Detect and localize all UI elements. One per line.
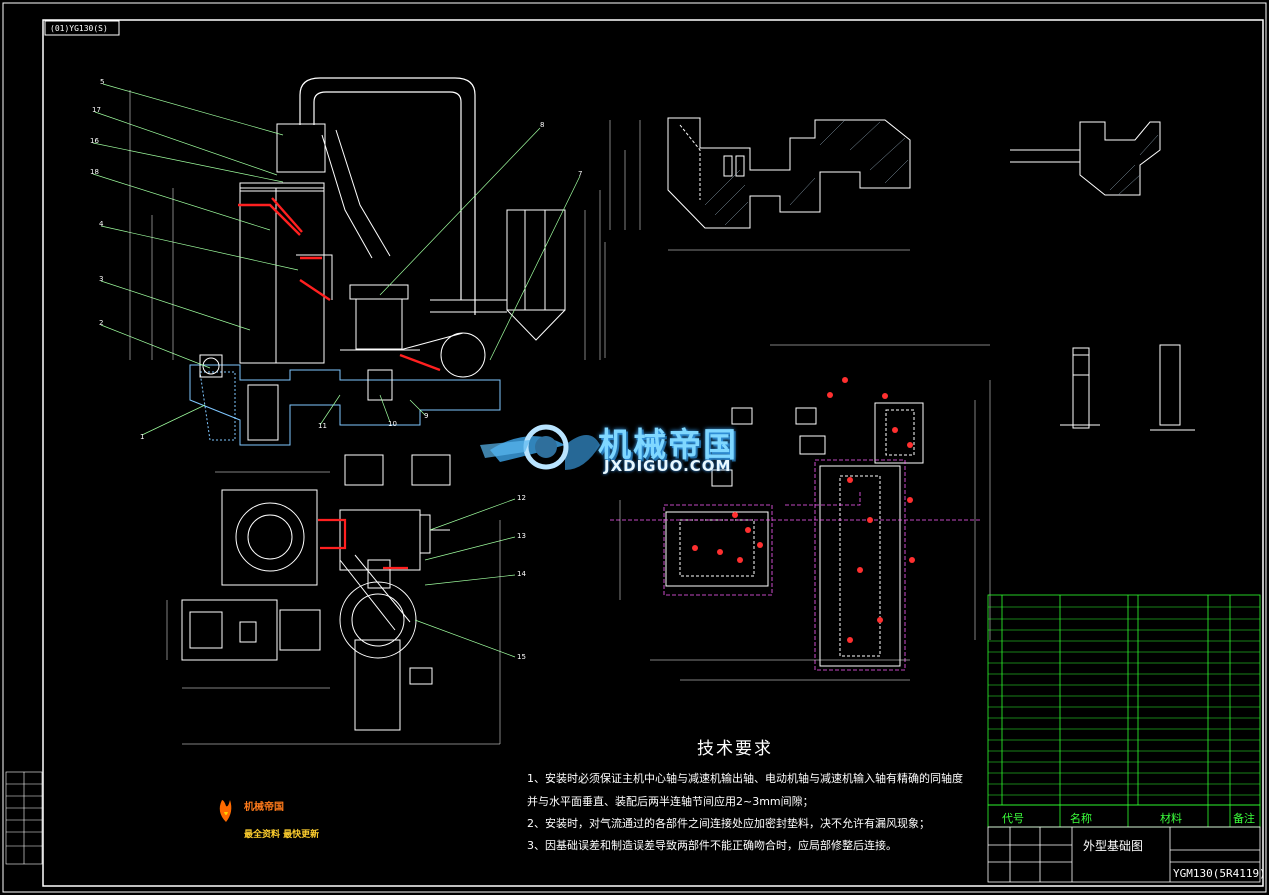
tech-req-line-1: 1、安装时必须保证主机中心轴与减速机输出轴、电动机轴与减速机输入轴有精确的同轴度 <box>527 772 963 785</box>
flame-logo-icon <box>219 800 232 822</box>
main-elevation <box>189 77 566 446</box>
section-cc <box>1060 344 1195 431</box>
elevation-cut-marks <box>238 197 441 372</box>
svg-text:3: 3 <box>99 275 103 283</box>
svg-text:5: 5 <box>100 78 104 86</box>
foundation-red-marks <box>692 377 915 643</box>
svg-text:10: 10 <box>388 420 397 428</box>
inner-border <box>42 19 1264 887</box>
tech-req-line-3: 2、安装时，对气流通过的各部件之间连接处应加密封垫料，决不允许有漏风现象； <box>527 817 930 830</box>
section-aa <box>667 117 911 229</box>
left-margin-table <box>5 771 43 865</box>
watermark-sub-text: JXDIGUO.COM <box>604 457 732 475</box>
svg-text:7: 7 <box>578 170 582 178</box>
title-block <box>987 826 1261 883</box>
svg-text:11: 11 <box>318 422 327 430</box>
elevation-leaders <box>92 83 581 436</box>
foundation-dims <box>619 344 991 681</box>
svg-text:13: 13 <box>517 532 526 540</box>
section-bb <box>1010 121 1161 196</box>
table-header-remark: 备注 <box>1233 812 1255 825</box>
watermark-main-text: 机械帝国 <box>598 425 738 464</box>
tech-req-line-2: 并与水平面垂直、装配后两半连轴节间应用2~3mm间隙； <box>527 795 814 808</box>
plan-cut-marks <box>318 518 408 570</box>
drawing-number: YGM130(5R4119) <box>1173 867 1266 880</box>
watermark-emblem <box>480 424 600 470</box>
table-header-material: 材料 <box>1160 812 1182 825</box>
section-aa-hatch <box>704 119 909 226</box>
section-bb-hatch <box>1109 134 1159 196</box>
svg-text:8: 8 <box>540 121 544 129</box>
svg-text:12: 12 <box>517 494 526 502</box>
svg-text:16: 16 <box>90 137 99 145</box>
table-header-name: 名称 <box>1070 812 1092 825</box>
frame-tag-box <box>44 20 120 36</box>
foundation-plan-magenta <box>610 459 980 671</box>
svg-text:4: 4 <box>99 220 104 228</box>
elevation-dims <box>129 90 606 360</box>
svg-text:18: 18 <box>90 168 99 176</box>
foundation-plan <box>665 402 924 667</box>
table-header-code: 代号 <box>1002 812 1024 825</box>
logo-line-1: 机械帝国 <box>244 802 284 813</box>
frame-tag: (01)YG130(S) <box>50 24 108 33</box>
drawing-title: 外型基础图 <box>1083 839 1144 853</box>
svg-text:17: 17 <box>92 106 101 114</box>
plan-view <box>181 454 451 731</box>
plan-dims <box>166 471 501 745</box>
svg-text:14: 14 <box>517 570 526 578</box>
svg-text:1: 1 <box>140 433 144 441</box>
svg-text:2: 2 <box>99 319 103 327</box>
svg-text:15: 15 <box>517 653 526 661</box>
technical-requirements-title: 技术要求 <box>697 739 773 759</box>
parts-table-rows <box>988 606 1260 796</box>
section-aa-dims <box>609 120 910 251</box>
plan-part-numbers: 12 13 14 15 <box>517 494 526 661</box>
logo-line-2: 最全资料 最快更新 <box>244 830 320 840</box>
svg-text:9: 9 <box>424 412 428 420</box>
tech-req-line-4: 3、因基础误差和制造误差导致两部件不能正确吻合时，应局部修整后连接。 <box>527 839 897 852</box>
